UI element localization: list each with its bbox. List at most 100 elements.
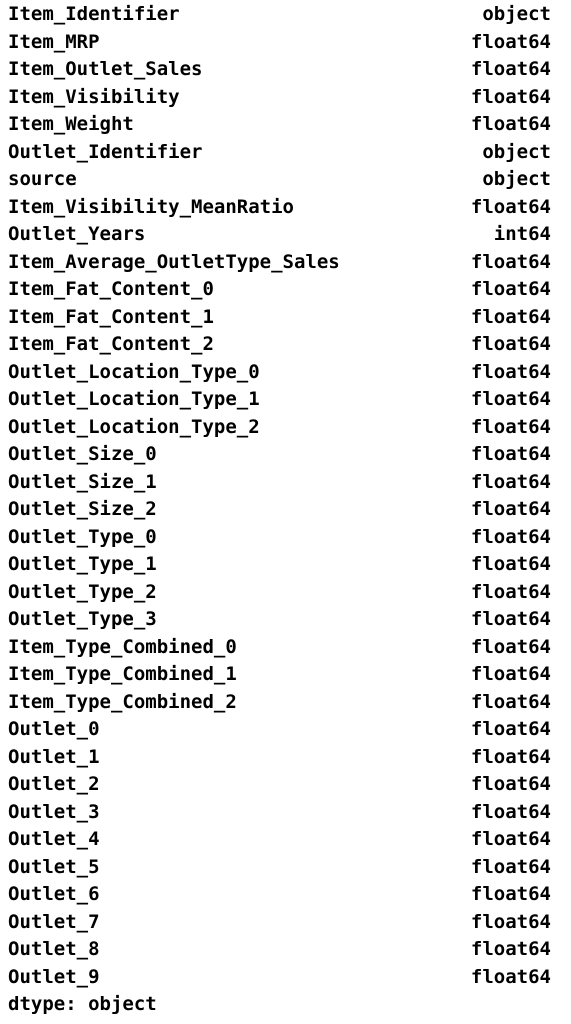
column-dtype: float64	[470, 800, 551, 823]
dtype-row: source object	[8, 166, 551, 194]
dtype-row: Outlet_Size_0 float64	[8, 441, 551, 469]
column-name: Outlet_8	[8, 938, 100, 960]
column-dtype: float64	[470, 525, 551, 548]
column-dtype: float64	[470, 250, 551, 273]
dtype-row: Outlet_7 float64	[8, 909, 551, 937]
column-name: Outlet_Size_1	[8, 470, 157, 493]
dtype-row: Outlet_Size_1 float64	[8, 469, 551, 497]
dtype-row: Item_Type_Combined_2 float64	[8, 689, 551, 717]
column-name: Outlet_Identifier	[8, 140, 203, 163]
column-name: Outlet_Type_1	[8, 553, 157, 575]
column-dtype: float64	[470, 470, 551, 493]
column-name: Item_Average_OutletType_Sales	[8, 250, 340, 273]
column-dtype: float64	[470, 608, 551, 630]
dtype-row: Item_Fat_Content_1 float64	[8, 304, 551, 332]
column-name: Outlet_4	[8, 828, 100, 850]
column-name: Outlet_Years	[8, 223, 146, 245]
dtype-row: Item_Outlet_Sales float64	[8, 56, 551, 84]
column-dtype: float64	[470, 58, 551, 80]
column-name: Item_Identifier	[8, 3, 180, 25]
column-name: Item_Outlet_Sales	[8, 58, 203, 80]
dtype-row: Outlet_Location_Type_2 float64	[8, 414, 551, 442]
column-name: Outlet_Type_2	[8, 580, 157, 603]
column-name: Item_Fat_Content_0	[8, 278, 214, 300]
column-dtype: float64	[470, 690, 551, 713]
dtype-row: Outlet_8 float64	[8, 936, 551, 964]
column-dtype: object	[482, 168, 551, 190]
column-name: Outlet_2	[8, 773, 100, 795]
dtype-row: Outlet_Type_1 float64	[8, 551, 551, 579]
dtype-row: Outlet_9 float64	[8, 964, 551, 992]
column-dtype: float64	[470, 360, 551, 383]
column-name: Item_Type_Combined_0	[8, 635, 237, 658]
dtype-footer: dtype: object	[8, 993, 157, 1015]
column-name: Outlet_Size_0	[8, 443, 157, 465]
dtype-row: Outlet_Identifier object	[8, 139, 551, 167]
dtype-row: Item_Visibility_MeanRatio float64	[8, 194, 551, 222]
column-name: Outlet_Type_3	[8, 608, 157, 630]
column-dtype: object	[482, 140, 551, 163]
column-dtype: float64	[470, 718, 551, 740]
column-dtype: float64	[470, 580, 551, 603]
column-dtype: object	[482, 3, 551, 25]
dtype-row: Outlet_Location_Type_1 float64	[8, 386, 551, 414]
column-name: Item_Visibility	[8, 85, 180, 108]
dtype-row: Outlet_Type_0 float64	[8, 524, 551, 552]
column-dtype: float64	[470, 443, 551, 465]
column-dtype: float64	[470, 415, 551, 438]
column-dtype: float64	[470, 855, 551, 878]
column-dtype: float64	[470, 773, 551, 795]
column-name: Item_Fat_Content_1	[8, 305, 214, 328]
column-name: Outlet_Location_Type_0	[8, 360, 260, 383]
column-name: Outlet_0	[8, 718, 100, 740]
dtype-row: Outlet_0 float64	[8, 716, 551, 744]
dtype-row: Item_Fat_Content_0 float64	[8, 276, 551, 304]
column-dtype: float64	[470, 85, 551, 108]
column-name: Item_Fat_Content_2	[8, 333, 214, 355]
dtype-row: Outlet_4 float64	[8, 826, 551, 854]
column-name: Outlet_3	[8, 800, 100, 823]
dtype-row: Outlet_Type_2 float64	[8, 579, 551, 607]
column-name: Outlet_7	[8, 910, 100, 933]
column-name: Outlet_9	[8, 965, 100, 988]
column-name: source	[8, 168, 77, 190]
column-dtype: float64	[470, 195, 551, 218]
column-dtype: float64	[470, 938, 551, 960]
column-name: Outlet_Location_Type_2	[8, 415, 260, 438]
dtype-row: Item_Average_OutletType_Sales float64	[8, 249, 551, 277]
column-dtype: float64	[470, 663, 551, 685]
column-name: Item_Type_Combined_2	[8, 690, 237, 713]
column-dtype: float64	[470, 828, 551, 850]
column-name: Outlet_Location_Type_1	[8, 388, 260, 410]
dtype-row: Item_Type_Combined_0 float64	[8, 634, 551, 662]
dtype-row: Outlet_Location_Type_0 float64	[8, 359, 551, 387]
dtype-row: Outlet_2 float64	[8, 771, 551, 799]
column-dtype: float64	[470, 498, 551, 520]
column-name: Item_MRP	[8, 30, 100, 53]
column-dtype: float64	[470, 388, 551, 410]
column-name: Item_Visibility_MeanRatio	[8, 195, 294, 218]
dtype-row: Outlet_Type_3 float64	[8, 606, 551, 634]
column-dtype: float64	[470, 745, 551, 768]
column-dtype: float64	[470, 965, 551, 988]
dtype-row: Item_Visibility float64	[8, 84, 551, 112]
column-dtype: float64	[470, 910, 551, 933]
column-dtype: float64	[470, 30, 551, 53]
column-dtype: float64	[470, 305, 551, 328]
column-name: Item_Weight	[8, 113, 134, 135]
column-name: Outlet_Type_0	[8, 525, 157, 548]
column-dtype: float64	[470, 635, 551, 658]
column-dtype: float64	[470, 278, 551, 300]
column-dtype: float64	[470, 553, 551, 575]
dtype-row: Item_MRP float64	[8, 29, 551, 57]
